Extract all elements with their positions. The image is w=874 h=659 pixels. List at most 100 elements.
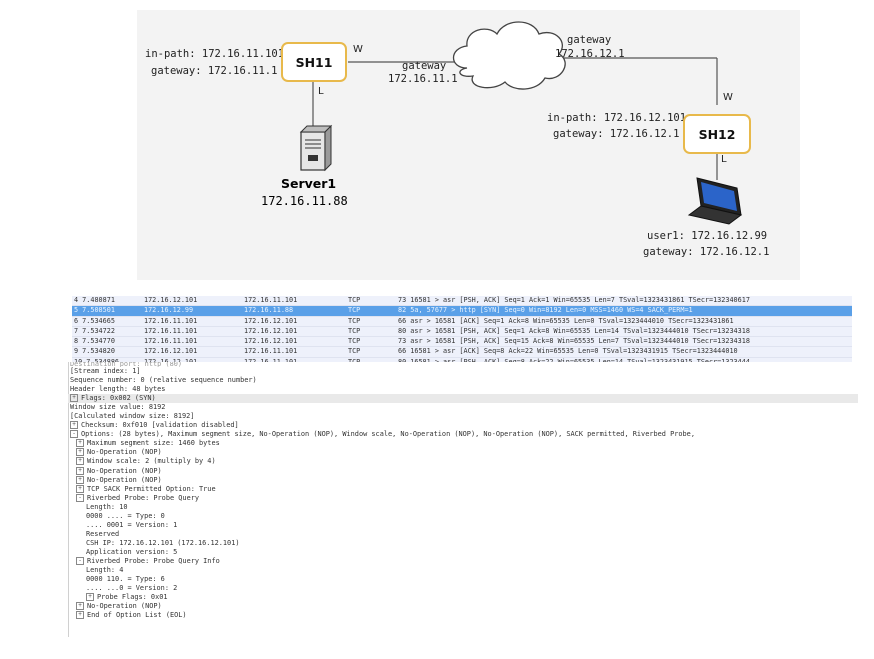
- collapse-icon[interactable]: -: [76, 493, 84, 502]
- expand-icon[interactable]: +: [76, 457, 84, 466]
- left-gateway-ip: 172.16.11.1: [388, 73, 458, 85]
- detail-line[interactable]: +TCP SACK Permitted Option: True: [68, 484, 858, 494]
- detail-text: Options: (28 bytes), Maximum segment siz…: [81, 430, 695, 439]
- packet-protocol: TCP: [348, 326, 361, 335]
- detail-line[interactable]: +No-Operation (NOP): [68, 475, 858, 485]
- expand-icon[interactable]: +: [86, 593, 94, 602]
- packet-source: 172.16.12.101: [144, 296, 198, 304]
- expand-icon[interactable]: +: [76, 602, 84, 611]
- packet-destination: 172.16.11.101: [244, 347, 298, 356]
- packet-source: 172.16.12.101: [144, 347, 198, 356]
- expand-icon[interactable]: +: [76, 611, 84, 620]
- detail-line[interactable]: +Checksum: 0xf010 [validation disabled]: [68, 421, 858, 430]
- detail-text: Window size value: 8192: [70, 403, 166, 412]
- user-ip-label: user1: 172.16.12.99: [647, 230, 768, 242]
- packet-details-tree[interactable]: Destination port: http (80)[Stream index…: [68, 362, 858, 642]
- detail-text: End of Option List (EOL): [87, 611, 187, 620]
- sh11-inpath-label: in-path: 172.16.11.101: [145, 48, 285, 60]
- detail-line[interactable]: +End of Option List (EOL): [68, 611, 858, 620]
- detail-text: No-Operation (NOP): [87, 466, 162, 475]
- packet-source: 172.16.12.101: [144, 357, 198, 362]
- packet-info: 73 16581 > asr [PSH, ACK] Seq=1 Ack=1 Wi…: [398, 296, 750, 304]
- laptop-icon: [687, 177, 743, 225]
- expand-icon[interactable]: +: [76, 439, 84, 448]
- expand-icon[interactable]: +: [76, 466, 84, 475]
- internet-cloud-icon: [452, 21, 566, 90]
- packet-number-time: 6 7.534665: [74, 316, 115, 325]
- sh12-gateway-label: gateway: 172.16.12.1: [553, 128, 680, 140]
- detail-line: .... 0001 = Version: 1: [68, 521, 858, 530]
- packet-row[interactable]: 7 7.534722 172.16.11.101 172.16.12.101 TCP 8…: [72, 326, 852, 338]
- detail-text: [Calculated window size: 8192]: [70, 412, 195, 421]
- detail-text: Window scale: 2 (multiply by 4): [87, 457, 216, 466]
- packet-number-time: 10 7.534886: [74, 357, 120, 362]
- detail-line[interactable]: +Window scale: 2 (multiply by 4): [68, 457, 858, 466]
- expand-icon[interactable]: +: [70, 421, 78, 430]
- detail-text: Length: 4: [86, 566, 124, 575]
- detail-line[interactable]: +Flags: 0x002 (SYN): [68, 394, 858, 404]
- packet-protocol: TCP: [348, 296, 361, 304]
- packet-protocol: TCP: [348, 316, 361, 325]
- detail-text: [Stream index: 1]: [70, 367, 141, 375]
- collapse-icon[interactable]: -: [76, 556, 84, 565]
- network-diagram: in-path: 172.16.11.101 gateway: 172.16.1…: [137, 10, 800, 280]
- detail-text: Riverbed Probe: Probe Query Info: [87, 556, 220, 565]
- detail-line: Sequence number: 0 (relative sequence nu…: [68, 376, 858, 385]
- detail-text: Length: 10: [86, 502, 128, 511]
- detail-line: Length: 10: [68, 503, 858, 512]
- packet-source: 172.16.11.101: [144, 316, 198, 325]
- detail-line: [Stream index: 1]: [68, 367, 858, 376]
- expand-icon[interactable]: +: [76, 484, 84, 493]
- detail-line: Header length: 48 bytes: [68, 385, 858, 394]
- detail-text: Flags: 0x002 (SYN): [81, 394, 156, 403]
- detail-line: Application version: 5: [68, 548, 858, 557]
- right-gateway-label: gateway: [567, 34, 612, 46]
- server-name: Server1: [281, 176, 337, 191]
- packet-info: 66 16581 > asr [ACK] Seq=8 Ack=22 Win=65…: [398, 347, 738, 356]
- detail-line[interactable]: -Riverbed Probe: Probe Query: [68, 493, 858, 503]
- detail-line: 0000 110. = Type: 6: [68, 575, 858, 584]
- detail-line[interactable]: +Maximum segment size: 1460 bytes: [68, 439, 858, 448]
- detail-line[interactable]: +No-Operation (NOP): [68, 602, 858, 611]
- detail-line: Window size value: 8192: [68, 403, 858, 412]
- detail-line[interactable]: -Riverbed Probe: Probe Query Info: [68, 556, 858, 566]
- detail-text: Header length: 48 bytes: [70, 385, 166, 394]
- packet-destination: 172.16.11.101: [244, 296, 298, 304]
- packet-source: 172.16.11.101: [144, 326, 198, 335]
- detail-line[interactable]: +Probe Flags: 0x01: [68, 593, 858, 602]
- detail-line: Reserved: [68, 530, 858, 539]
- detail-text: No-Operation (NOP): [87, 475, 162, 484]
- detail-line: Length: 4: [68, 566, 858, 575]
- detail-text: No-Operation (NOP): [87, 602, 162, 611]
- expand-icon[interactable]: +: [76, 475, 84, 484]
- detail-text: 0000 .... = Type: 0: [86, 511, 165, 520]
- server-icon: [299, 124, 333, 172]
- detail-text: .... 0001 = Version: 1: [86, 520, 178, 529]
- detail-text: No-Operation (NOP): [87, 448, 162, 457]
- packet-destination: 172.16.12.101: [244, 326, 298, 335]
- detail-line: CSH IP: 172.16.12.101 (172.16.12.101): [68, 539, 858, 548]
- detail-line[interactable]: +No-Operation (NOP): [68, 466, 858, 476]
- expand-icon[interactable]: +: [70, 394, 78, 403]
- sh11-gateway-label: gateway: 172.16.11.1: [151, 65, 278, 77]
- expand-icon[interactable]: +: [76, 448, 84, 457]
- user-gateway-label: gateway: 172.16.12.1: [643, 246, 770, 258]
- right-gateway-ip: 172.16.12.1: [555, 48, 625, 60]
- packet-info: 66 asr > 16581 [ACK] Seq=1 Ack=8 Win=655…: [398, 316, 734, 325]
- left-gateway-label: gateway: [402, 60, 447, 72]
- collapse-icon[interactable]: -: [70, 430, 78, 439]
- detail-line[interactable]: -Options: (28 bytes), Maximum segment si…: [68, 430, 858, 439]
- detail-line[interactable]: +No-Operation (NOP): [68, 448, 858, 457]
- packet-protocol: TCP: [348, 337, 361, 346]
- packet-number-time: 7 7.534722: [74, 326, 115, 335]
- sh12-inpath-label: in-path: 172.16.12.101: [547, 112, 687, 124]
- packet-info: 80 asr > 16581 [PSH, ACK] Seq=1 Ack=8 Wi…: [398, 326, 750, 335]
- sh12-device: SH12: [683, 114, 751, 154]
